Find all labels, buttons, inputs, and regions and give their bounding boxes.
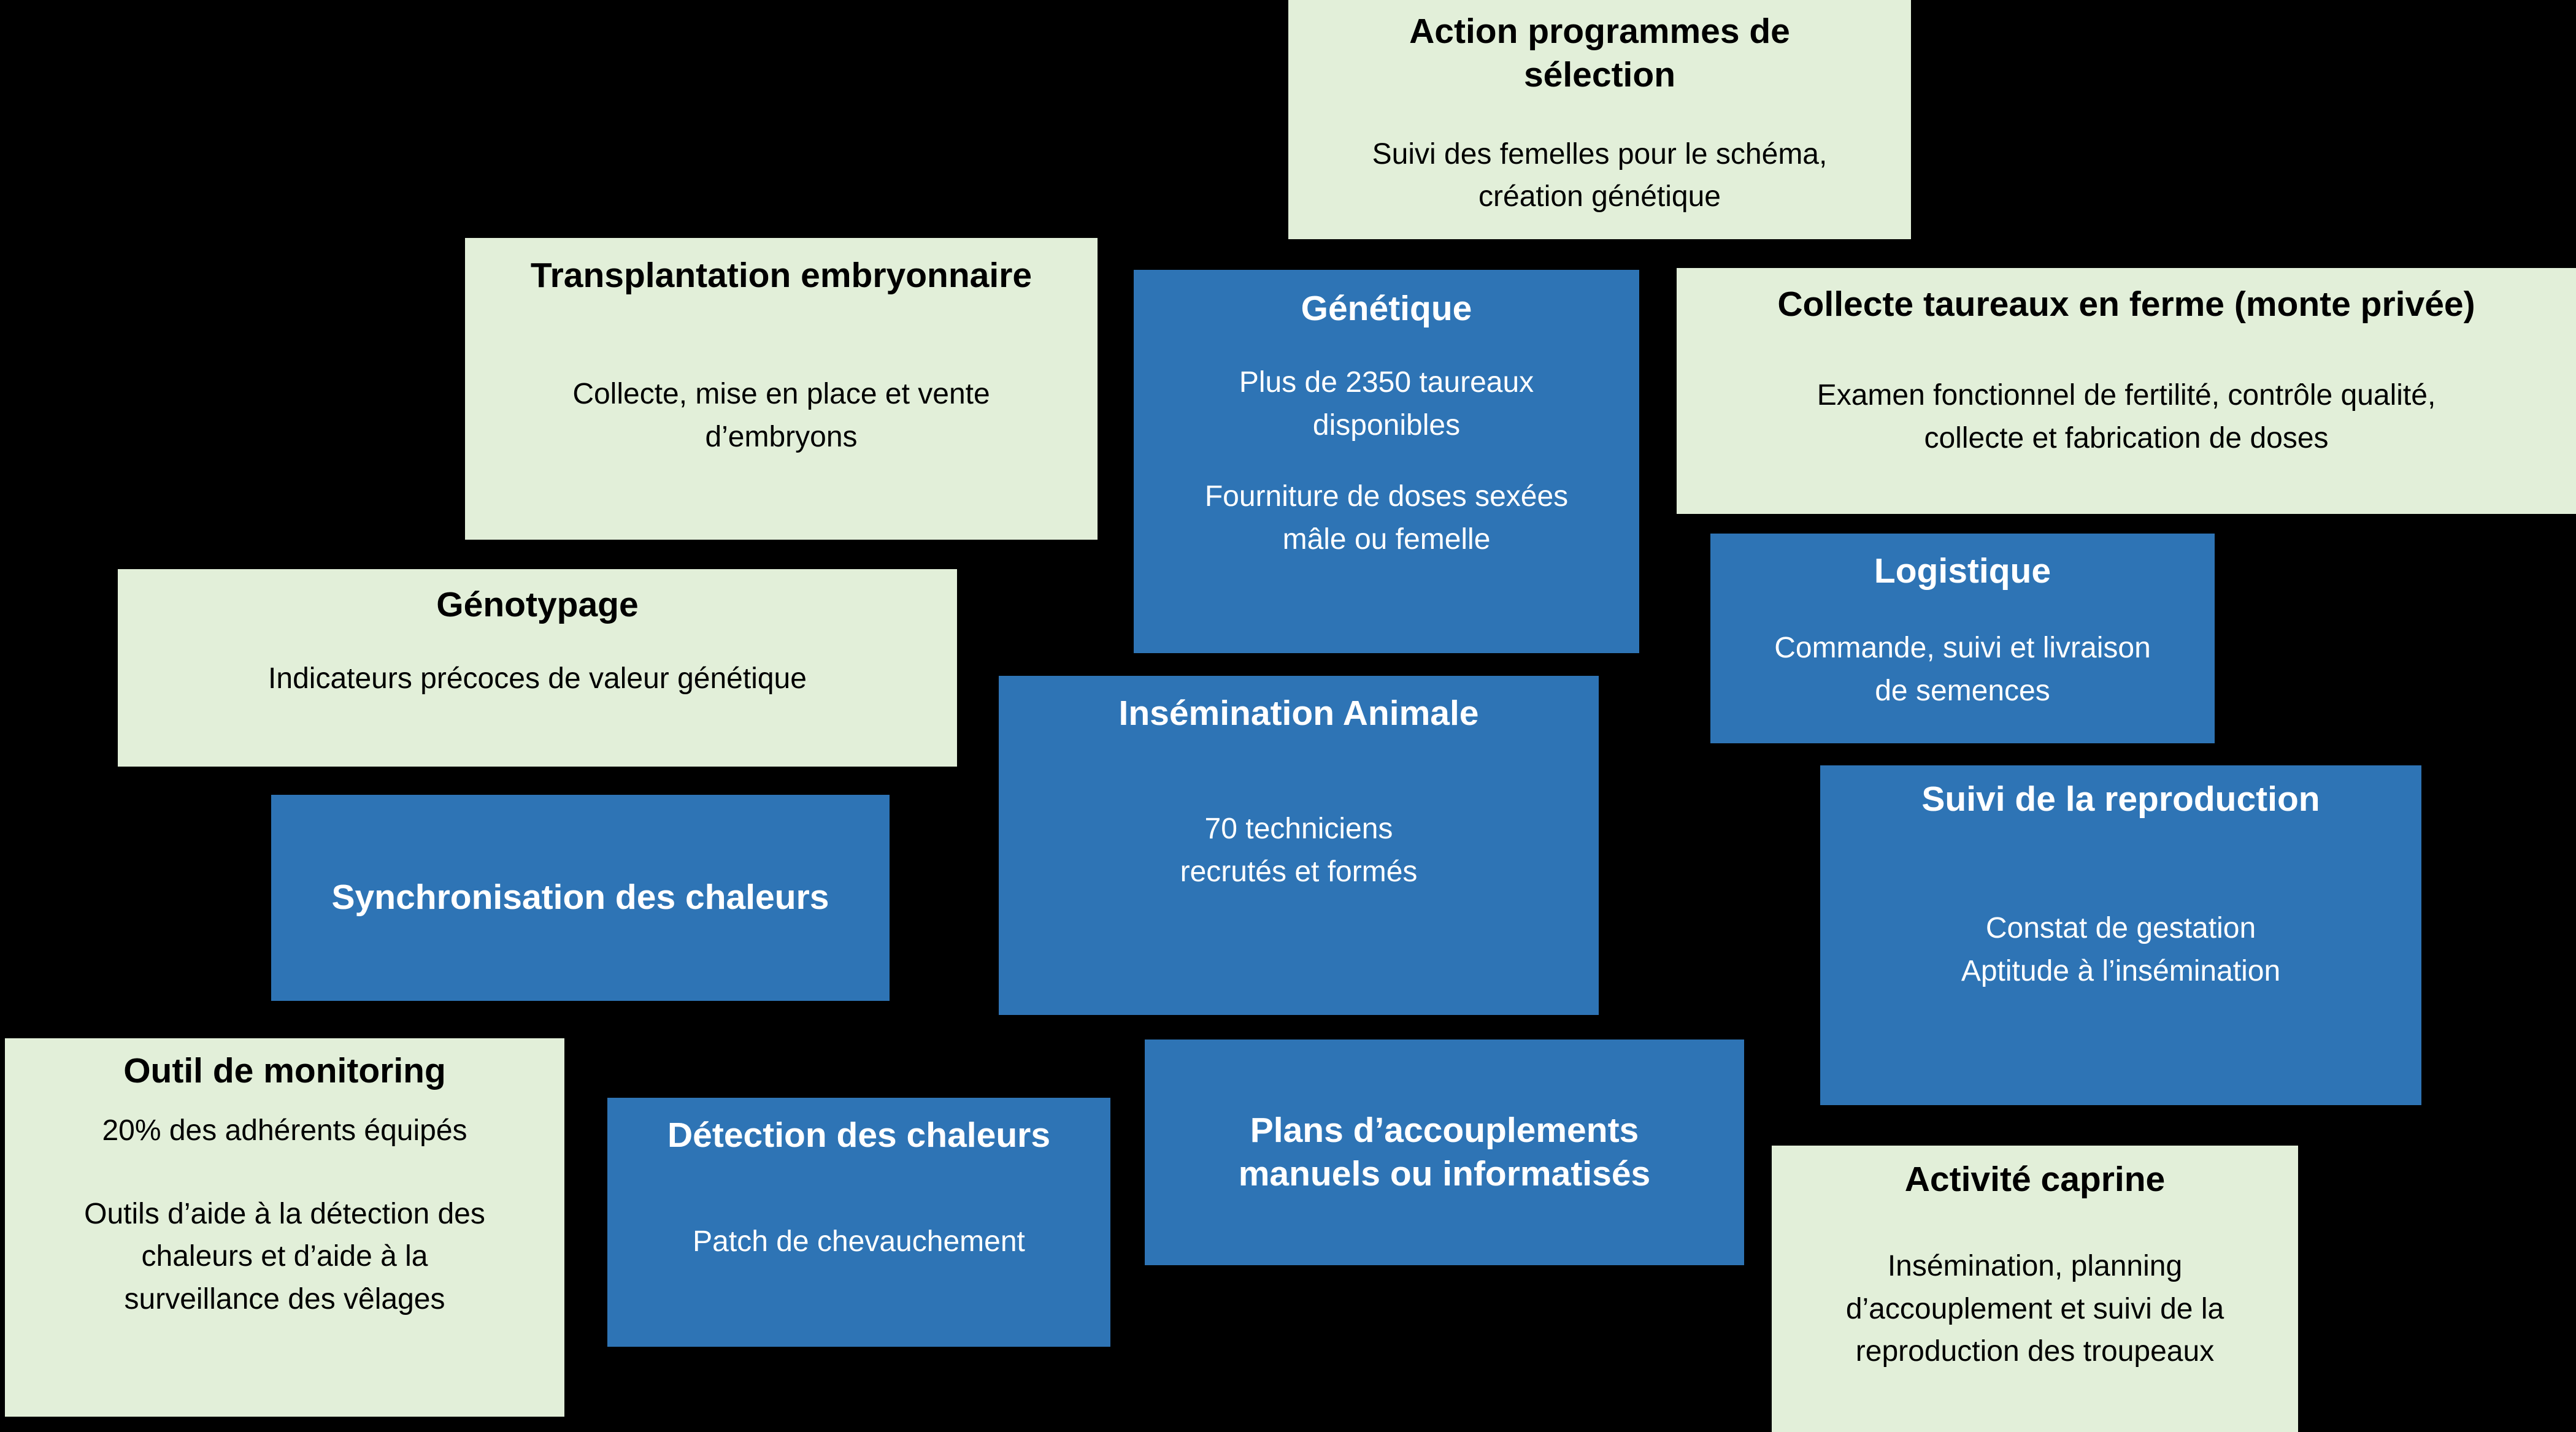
card-action-programmes-selection: Action programmes de sélection Suivi des… xyxy=(1288,0,1911,239)
card-text: Commande, suivi et livraison de semences xyxy=(1774,632,2151,707)
card-text: Fourniture de doses sexées mâle ou femel… xyxy=(1204,480,1569,556)
card-text: Patch de chevauchement xyxy=(693,1225,1025,1258)
card-title: Logistique xyxy=(1874,551,2051,591)
card-detection-des-chaleurs: Détection des chaleurs Patch de chevauch… xyxy=(607,1098,1110,1347)
card-title: Action programmes de sélection xyxy=(1409,12,1790,95)
card-title: Transplantation embryonnaire xyxy=(530,256,1032,295)
card-title: Insémination Animale xyxy=(1118,694,1479,733)
card-title: Génétique xyxy=(1301,289,1472,328)
card-title: Synchronisation des chaleurs xyxy=(331,878,829,917)
card-text: Plus de 2350 taureaux disponibles xyxy=(1239,366,1534,442)
card-title: Collecte taureaux en ferme (monte privée… xyxy=(1777,285,2475,324)
card-collecte-taureaux-en-ferme: Collecte taureaux en ferme (monte privée… xyxy=(1677,268,2576,514)
card-title: Génotypage xyxy=(436,585,639,624)
card-plans-accouplements: Plans d’accouplements manuels ou informa… xyxy=(1145,1040,1744,1265)
card-title: Suivi de la reproduction xyxy=(1921,779,2320,819)
card-title: Plans d’accouplements manuels ou informa… xyxy=(1238,1110,1651,1193)
card-title: Activité caprine xyxy=(1904,1160,2166,1199)
card-genotypage: Génotypage Indicateurs précoces de valeu… xyxy=(118,569,957,767)
card-insemination-animale: Insémination Animale 70 techniciens recr… xyxy=(999,676,1599,1015)
card-text: 70 techniciens recrutés et formés xyxy=(1180,813,1418,888)
card-genetique: Génétique Plus de 2350 taureaux disponib… xyxy=(1134,270,1639,653)
card-activite-caprine: Activité caprine Insémination, planning … xyxy=(1772,1146,2298,1432)
card-text: Indicateurs précoces de valeur génétique xyxy=(268,662,807,695)
card-logistique: Logistique Commande, suivi et livraison … xyxy=(1710,534,2215,743)
card-text: Insémination, planning d’accouplement et… xyxy=(1845,1250,2224,1368)
card-text: Outils d’aide à la détection des chaleur… xyxy=(84,1197,485,1316)
card-text: Examen fonctionnel de fertilité, contrôl… xyxy=(1817,379,2436,454)
card-transplantation-embryonnaire: Transplantation embryonnaire Collecte, m… xyxy=(465,238,1098,540)
card-outil-de-monitoring: Outil de monitoring 20% des adhérents éq… xyxy=(5,1038,564,1417)
card-title: Outil de monitoring xyxy=(123,1051,446,1090)
card-text: Constat de gestation Aptitude à l’insémi… xyxy=(1961,912,2281,987)
card-text: Collecte, mise en place et vente d’embry… xyxy=(572,378,990,453)
card-text: Suivi des femelles pour le schéma, créat… xyxy=(1372,137,1828,213)
card-suivi-de-la-reproduction: Suivi de la reproduction Constat de gest… xyxy=(1820,765,2421,1105)
card-text: 20% des adhérents équipés xyxy=(102,1114,467,1147)
card-synchronisation-des-chaleurs: Synchronisation des chaleurs xyxy=(271,795,890,1001)
card-title: Détection des chaleurs xyxy=(667,1116,1051,1155)
